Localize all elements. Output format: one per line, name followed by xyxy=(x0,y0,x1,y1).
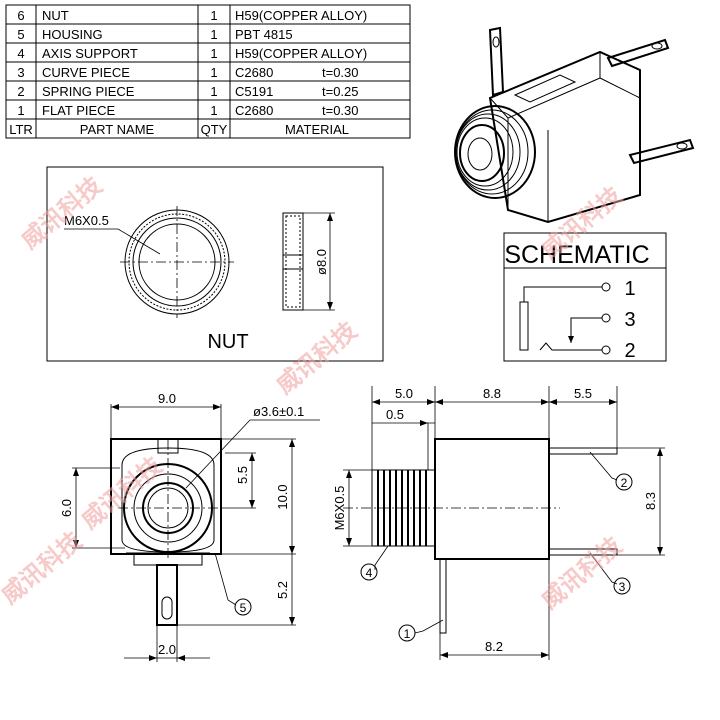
schematic-pin: 2 xyxy=(624,340,635,362)
callout-number: 3 xyxy=(619,580,626,594)
nut-diameter-label: ø8.0 xyxy=(314,249,329,275)
bom-ltr: 1 xyxy=(17,103,24,118)
nut-side xyxy=(282,212,335,311)
callout-number: 4 xyxy=(366,566,373,580)
side-pin-ext-label: 5.5 xyxy=(574,386,592,401)
bom-row: 5 HOUSING 1 PBT 4815 xyxy=(17,27,292,42)
front-inner-height-label: 5.5 xyxy=(235,466,250,484)
schematic-pin: 3 xyxy=(624,309,635,331)
side-nut-length-label: 5.0 xyxy=(395,386,413,401)
bom-header: LTR PART NAME QTY MATERIAL xyxy=(9,122,349,137)
side-bottom-length-label: 8.2 xyxy=(485,639,503,654)
side-flange-label: 0.5 xyxy=(386,407,404,422)
bom-row: 1 FLAT PIECE 1 C2680 t=0.30 xyxy=(17,103,358,118)
bom-frame xyxy=(5,4,411,139)
isometric-view xyxy=(454,26,695,224)
bom-material: C2680 xyxy=(235,103,273,118)
bom-ltr: 5 xyxy=(17,27,24,42)
bom-material: H59(COPPER ALLOY) xyxy=(235,46,367,61)
callout-number: 2 xyxy=(621,476,628,490)
callout-circle xyxy=(398,624,416,642)
schematic-title: SCHEMATIC xyxy=(504,241,649,269)
front-view xyxy=(72,404,320,662)
bom-qty: 1 xyxy=(210,65,217,80)
front-center-height-label: 6.0 xyxy=(59,499,74,517)
bom-row: 6 NUT 1 H59(COPPER ALLOY) xyxy=(17,8,367,23)
bom-part: SPRING PIECE xyxy=(42,84,135,99)
bom-part: AXIS SUPPORT xyxy=(42,46,138,61)
schematic-pin: 1 xyxy=(624,278,635,300)
bom-qty: 1 xyxy=(210,8,217,23)
bom-header-ltr: LTR xyxy=(9,122,33,137)
front-total-height-label: 10.0 xyxy=(275,484,290,509)
bom-thickness: t=0.30 xyxy=(322,65,359,80)
bom-part: CURVE PIECE xyxy=(42,65,130,80)
bom-material: C5191 xyxy=(235,84,273,99)
bom-table: 6 NUT 1 H59(COPPER ALLOY) 5 HOUSING 1 PB… xyxy=(5,4,411,139)
bom-row: 2 SPRING PIECE 1 C5191 t=0.25 xyxy=(17,84,358,99)
bom-part: HOUSING xyxy=(42,27,103,42)
nut-title: NUT xyxy=(207,331,248,353)
callout-number: 1 xyxy=(404,627,411,641)
bom-part: NUT xyxy=(42,8,69,23)
front-pin-width-label: 2.0 xyxy=(158,642,176,657)
bom-qty: 1 xyxy=(210,103,217,118)
bom-qty: 1 xyxy=(210,27,217,42)
bom-ltr: 3 xyxy=(17,65,24,80)
side-thread-label: M6X0.5 xyxy=(332,486,347,531)
bom-qty: 1 xyxy=(210,46,217,61)
side-body-length-label: 8.8 xyxy=(483,386,501,401)
bom-row: 4 AXIS SUPPORT 1 H59(COPPER ALLOY) xyxy=(17,46,367,61)
schematic-frame xyxy=(503,232,667,362)
nut-thread-label: M6X0.5 xyxy=(64,213,109,228)
bom-header-qty: QTY xyxy=(201,122,228,137)
bom-material: PBT 4815 xyxy=(235,27,293,42)
callout-circle xyxy=(613,577,631,595)
bom-qty: 1 xyxy=(210,84,217,99)
front-pin-length-label: 5.2 xyxy=(275,581,290,599)
front-width-label: 9.0 xyxy=(158,391,176,406)
bom-part: FLAT PIECE xyxy=(42,103,116,118)
bom-thickness: t=0.30 xyxy=(322,103,359,118)
bom-material: C2680 xyxy=(235,65,273,80)
bom-material: H59(COPPER ALLOY) xyxy=(235,8,367,23)
watermark: 威讯科技 xyxy=(0,526,88,610)
callout-circle xyxy=(234,598,252,616)
bom-row: 3 CURVE PIECE 1 C2680 t=0.30 xyxy=(17,65,358,80)
bom-header-part: PART NAME xyxy=(80,122,155,137)
bom-ltr: 2 xyxy=(17,84,24,99)
nut-front xyxy=(64,206,234,318)
side-pin-span-label: 8.3 xyxy=(643,492,658,510)
watermark: 威讯科技 xyxy=(271,316,363,400)
callout-circle xyxy=(615,473,633,491)
schematic-panel: SCHEMATIC 1 3 2 xyxy=(503,232,667,362)
bom-ltr: 4 xyxy=(17,46,24,61)
nut-frame xyxy=(46,166,384,362)
bom-header-material: MATERIAL xyxy=(285,122,349,137)
side-view xyxy=(343,386,665,660)
bom-ltr: 6 xyxy=(17,8,24,23)
nut-panel: M6X0.5 ø8.0 NUT xyxy=(46,166,384,362)
callout-circle xyxy=(360,563,378,581)
callout-number: 5 xyxy=(240,601,247,615)
bom-thickness: t=0.25 xyxy=(322,84,359,99)
front-hole-label: ø3.6±0.1 xyxy=(253,404,304,419)
